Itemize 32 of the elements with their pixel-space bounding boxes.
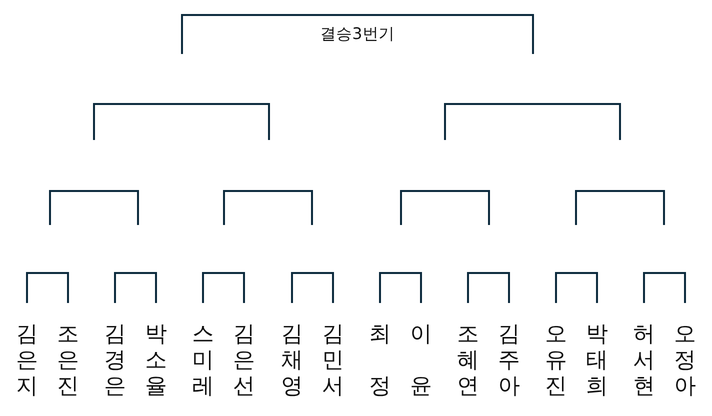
bracket [400, 190, 490, 224]
bracket [467, 272, 510, 302]
player-name: 이윤 [407, 322, 435, 400]
player-name: 김민서 [319, 322, 347, 400]
bracket [114, 272, 157, 302]
bracket [180, 14, 534, 54]
player-name: 김주아 [495, 322, 523, 400]
player-name: 조혜연 [454, 322, 482, 400]
bracket [643, 272, 686, 302]
player-name: 박태희 [583, 322, 611, 400]
player-name: 김은선 [230, 322, 258, 400]
bracket [93, 103, 270, 140]
bracket [49, 190, 139, 224]
bracket [575, 190, 665, 224]
player-name: 박소율 [142, 322, 170, 400]
player-name: 스미레 [189, 322, 217, 400]
bracket [223, 190, 313, 224]
player-name: 김경은 [101, 322, 129, 400]
player-name: 조은진 [54, 322, 82, 400]
bracket [444, 103, 621, 140]
bracket [26, 272, 69, 302]
bracket [202, 272, 245, 302]
bracket [379, 272, 422, 302]
player-name: 최정 [366, 322, 394, 400]
player-name: 오정아 [671, 322, 699, 400]
round-title: 결승3번기 [320, 24, 394, 44]
player-name: 허서현 [630, 322, 658, 400]
player-name: 오유진 [542, 322, 570, 400]
bracket [291, 272, 334, 302]
player-name: 김은지 [13, 322, 41, 400]
player-name: 김채영 [278, 322, 306, 400]
bracket [555, 272, 598, 302]
